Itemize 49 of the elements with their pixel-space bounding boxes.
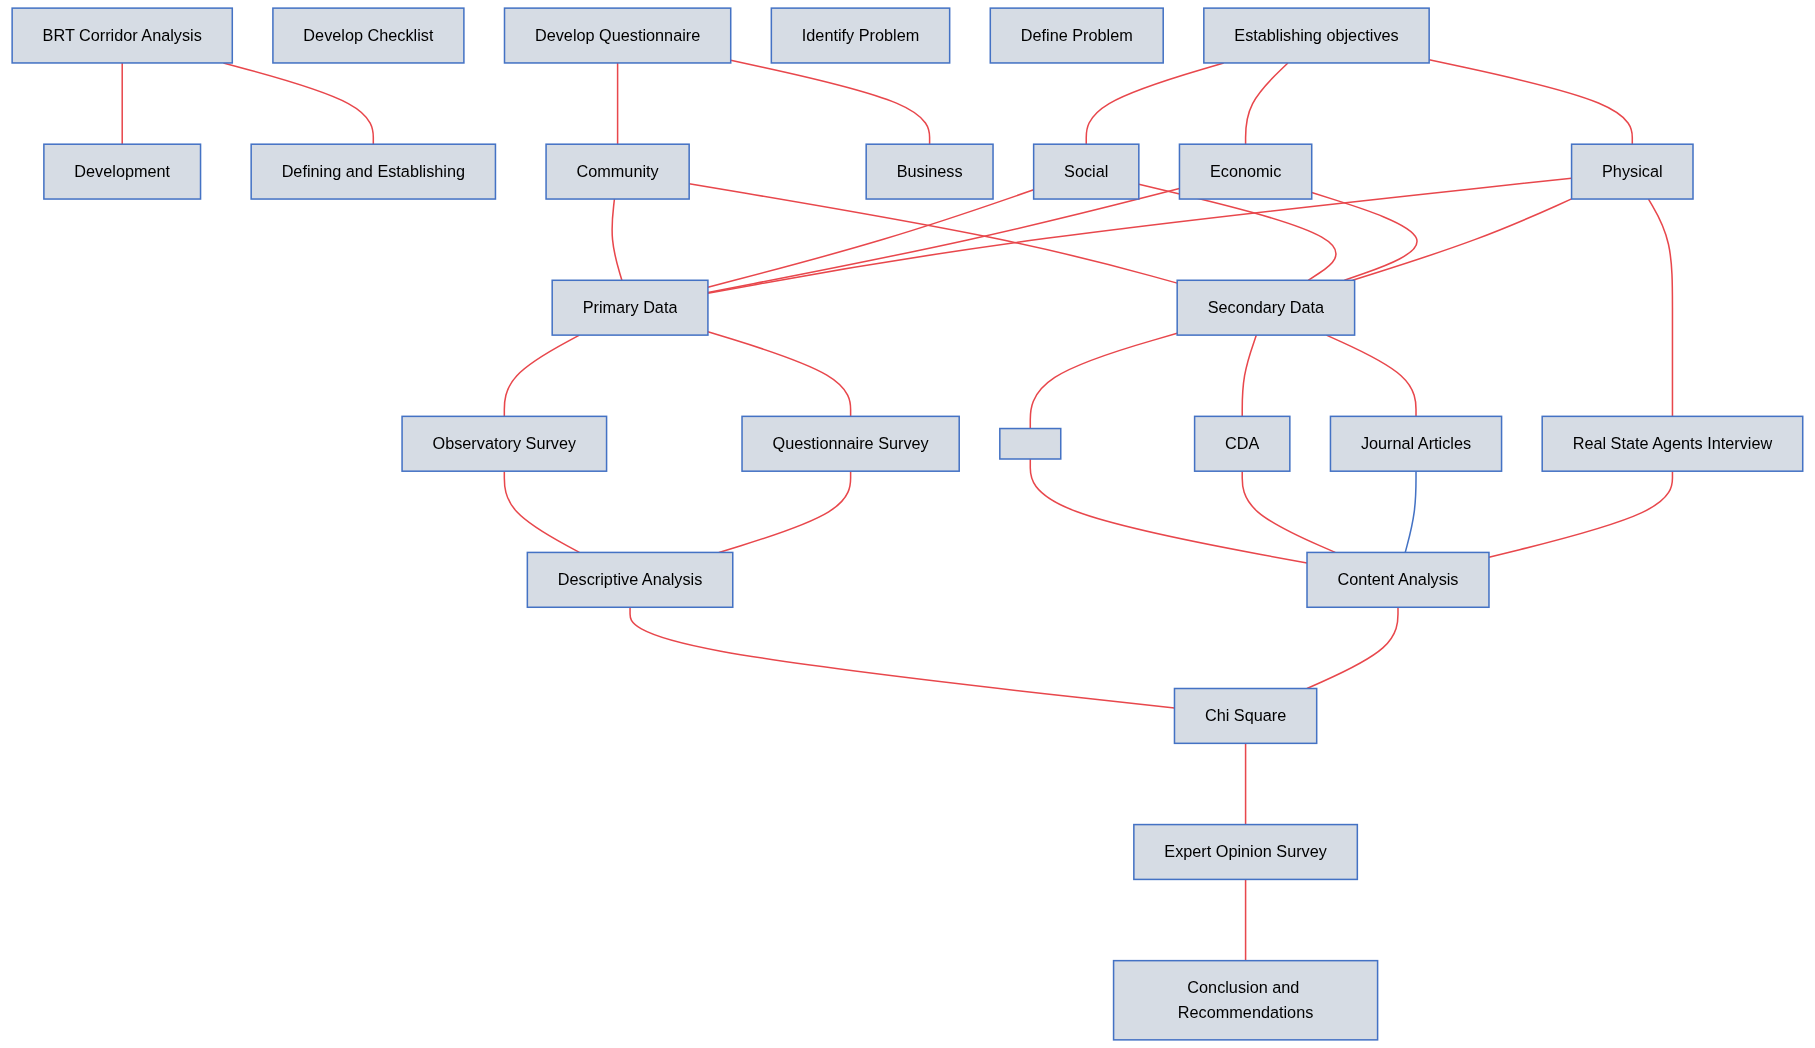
connector [1404, 470, 1417, 554]
node-box: BRT Corridor Analysis [11, 7, 234, 64]
node-box: Business [865, 143, 994, 200]
connector [1029, 332, 1178, 430]
connector [1244, 878, 1247, 962]
node-box: Develop Questionnaire [503, 7, 732, 64]
node-box: Chi Square [1173, 687, 1318, 745]
connector [611, 198, 623, 282]
node-box: Community [545, 143, 690, 200]
connector [730, 59, 931, 145]
node-box: Defining and Establishing [250, 143, 497, 200]
node-box: Economic [1178, 143, 1313, 200]
node-box: Conclusion and Recommendations [1112, 959, 1379, 1041]
node-box: Establishing objectives [1203, 7, 1430, 64]
node-box: Descriptive Analysis [526, 551, 734, 608]
connector [1306, 606, 1399, 690]
node-box: Journal Articles [1329, 415, 1503, 472]
connector [1311, 191, 1418, 282]
node-box: Development [43, 143, 202, 200]
node-box: Primary Data [551, 279, 709, 336]
node-box: Develop Checklist [272, 7, 465, 64]
connector [1244, 62, 1289, 145]
connector [1241, 334, 1258, 418]
connector [1029, 458, 1308, 564]
node-box: Content Analysis [1306, 551, 1490, 608]
connector [1241, 470, 1337, 554]
connector [503, 334, 581, 418]
connector [1428, 59, 1634, 145]
node-box: Real State Agents Interview [1541, 415, 1804, 472]
node-box: Physical [1570, 143, 1694, 200]
connector [616, 62, 619, 145]
node-box: Social [1032, 143, 1140, 200]
connector [707, 177, 1573, 295]
node-box: Expert Opinion Survey [1133, 823, 1359, 881]
node-box: Identify Problem [770, 7, 951, 64]
node-box [999, 427, 1062, 460]
connector [1244, 742, 1247, 826]
node-box: Questionnaire Survey [741, 415, 960, 472]
node-box: Secondary Data [1176, 279, 1356, 336]
connector [1138, 183, 1337, 282]
connector [707, 330, 852, 418]
connector [1351, 198, 1573, 282]
node-box: Define Problem [989, 7, 1165, 64]
node-box: CDA [1193, 415, 1291, 472]
connector [1647, 198, 1674, 418]
node-box: Observatory Survey [401, 415, 608, 472]
connector [503, 470, 581, 554]
connector [718, 470, 852, 554]
connector [121, 62, 124, 145]
